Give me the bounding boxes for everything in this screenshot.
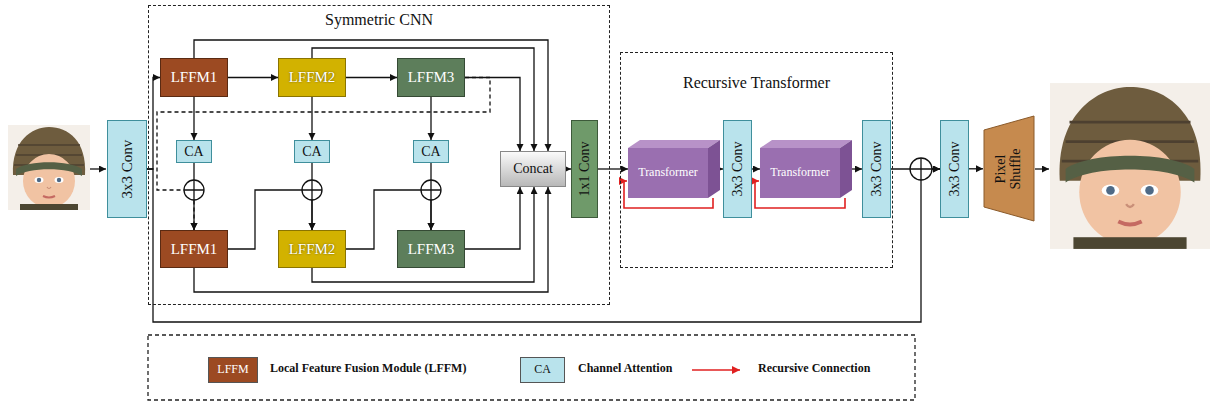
node-label: Transformer [770, 166, 830, 179]
conv-block: 3x3 Conv [940, 120, 969, 218]
node-label: 3x3 Conv [869, 142, 884, 197]
lffm-block: LFFM1 [160, 58, 228, 97]
node-label: LFFM3 [408, 69, 455, 86]
node-label: Transformer [638, 166, 698, 179]
connector [194, 187, 548, 292]
node-label: 3x3 Conv [947, 142, 962, 197]
module-group: Recursive TransformerTransformer 3x3 Conv… [620, 52, 893, 268]
connector [228, 77, 278, 78]
lffm-block: LFFM2 [278, 230, 346, 268]
lffm-block: LFFM1 [160, 230, 228, 268]
connector [311, 97, 312, 140]
legend-text: Recursive Connection [758, 362, 870, 375]
node-label: LFFM1 [171, 241, 218, 258]
node-label: CA [302, 144, 321, 159]
node-label: LFFM2 [289, 241, 336, 258]
connector [465, 78, 520, 152]
group-title: Recursive Transformer [620, 74, 893, 92]
connector [465, 187, 520, 249]
conv-block: 1x1 Conv [571, 120, 598, 218]
connector [346, 77, 397, 78]
node-label: LFFM2 [289, 69, 336, 86]
conv-block: 3x3 Conv [862, 120, 891, 218]
attention-block: CA [176, 140, 212, 163]
legend-swatch: CA [520, 357, 565, 383]
node-label: 3x3 Conv [730, 142, 745, 197]
legend-swatch-label: LFFM [217, 363, 248, 376]
legend-swatch-label: CA [534, 363, 551, 376]
attention-block: CA [294, 140, 330, 163]
node-label: LFFM3 [408, 241, 455, 258]
connector [969, 168, 983, 169]
pixel-shuffle-block: Pixel Shuffle [983, 115, 1035, 222]
legend-text: Channel Attention [578, 362, 672, 375]
output-image [1050, 83, 1210, 249]
lffm-block: LFFM3 [397, 58, 465, 97]
output-arrow [1035, 168, 1049, 169]
lffm-block: LFFM3 [397, 230, 465, 268]
connector [752, 168, 760, 169]
concat-block: Concat [500, 151, 566, 187]
cuboid-top [628, 140, 720, 148]
connector [147, 78, 160, 170]
input-image [8, 125, 90, 210]
node-label: 1x1 Conv [577, 142, 592, 197]
trapezoid-outline [984, 116, 1034, 221]
connector [598, 168, 628, 169]
input-arrow [90, 168, 106, 169]
cuboid-front [760, 148, 840, 198]
node-label: CA [421, 144, 440, 159]
node-label: CA [184, 144, 203, 159]
legend-line-sample [692, 369, 740, 371]
transformer-block: Transformer [628, 140, 720, 198]
transformer-block: Transformer [760, 140, 852, 198]
legend-swatch: LFFM [208, 357, 258, 383]
module-group: Symmetric CNNLFFM1LFFM2LFFM3CACACALFFM1L… [148, 5, 610, 305]
cuboid-side [840, 140, 852, 198]
group-title: Symmetric CNN [148, 11, 610, 29]
connector [193, 97, 194, 140]
cuboid-top [760, 140, 852, 148]
attention-block: CA [413, 140, 449, 163]
conv-block: 3x3 Conv [107, 120, 147, 218]
connector [157, 78, 490, 231]
connector [852, 168, 862, 169]
cuboid-face: Transformer [628, 148, 708, 198]
node-label: Pixel Shuffle [994, 138, 1023, 200]
cuboid-face: Transformer [760, 148, 840, 198]
connector [194, 40, 548, 151]
connector [430, 97, 431, 140]
legend-frame [148, 335, 915, 400]
cuboid-front [628, 148, 708, 198]
node-label: 3x3 Conv [119, 140, 136, 199]
node-label: LFFM1 [171, 69, 218, 86]
node-label: Concat [513, 161, 553, 176]
lffm-block: LFFM2 [278, 58, 346, 97]
conv-block: 3x3 Conv [723, 120, 752, 218]
cuboid-side [708, 140, 720, 198]
legend-text: Local Feature Fusion Module (LFFM) [270, 362, 466, 375]
